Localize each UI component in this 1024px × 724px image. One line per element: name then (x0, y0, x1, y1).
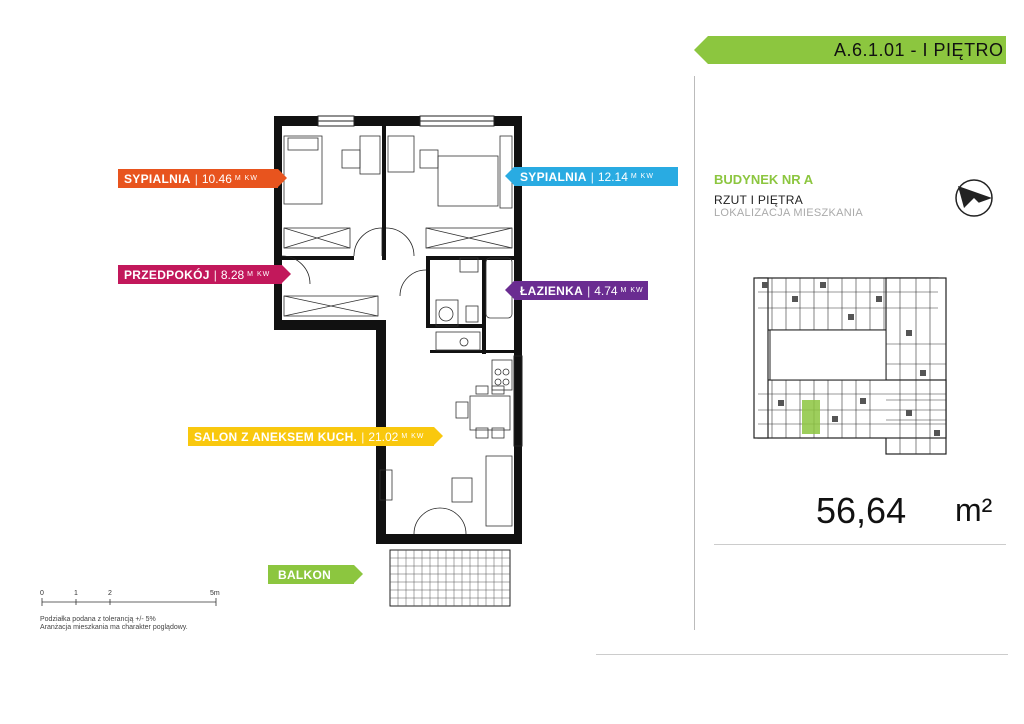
room-name: SALON Z ANEKSEM KUCH. (194, 429, 358, 444)
location-label: LOKALIZACJA MIESZKANIA (714, 207, 864, 219)
unit-banner (694, 36, 1006, 64)
apartment-floor-plan (274, 115, 523, 607)
room-name: ŁAZIENKA (520, 283, 584, 298)
room-area: 12.14 (597, 169, 628, 184)
unit-code: A.6.1.01 - I PIĘTRO (834, 40, 1004, 60)
vertical-divider (694, 76, 695, 630)
arrangement-note: Aranżacja mieszkania ma charakter pogląd… (40, 624, 188, 631)
room-area-unit: M KW (247, 271, 271, 278)
scale-line (41, 598, 217, 606)
room-area-unit: M KW (620, 287, 644, 294)
room-area: 8.28 (220, 267, 245, 282)
floor-plan-label: RZUT I PIĘTRA (714, 193, 804, 207)
area-divider (714, 544, 1006, 545)
area-unit: m² (955, 492, 993, 528)
tag-arrow (354, 565, 363, 583)
building-title: BUDYNEK NR A (714, 172, 814, 187)
room-area: 10.46 (201, 171, 232, 186)
room-area: 4.74 (594, 283, 618, 298)
tag-arrow (505, 281, 514, 299)
tag-arrow (434, 427, 443, 445)
bottom-divider (596, 654, 1008, 655)
room-area-unit: M KW (234, 175, 258, 182)
room-name: SYPIALNIA (124, 171, 191, 186)
tag-arrow (282, 265, 291, 283)
scale-tick-label: 5m (210, 590, 220, 597)
scale-tick-label: 0 (40, 590, 44, 597)
room-area-unit: M KW (401, 433, 425, 440)
total-area: 56,64 (816, 490, 907, 531)
room-name: SYPIALNIA (520, 169, 587, 184)
room-area: 21.02 (368, 429, 399, 444)
tag-arrow (278, 169, 287, 187)
room-tag-balcony: BALKON (268, 565, 363, 584)
tolerance-note: Podziałka podana z tolerancją +/- 5% (40, 616, 156, 623)
north-arrow-icon (955, 179, 993, 217)
scale-tick-label: 1 (74, 590, 78, 597)
banner-shape (694, 36, 1006, 64)
tag-arrow (505, 167, 514, 185)
room-name: PRZEDPOKÓJ (124, 267, 210, 282)
room-area-unit: M KW (630, 173, 654, 180)
unit-highlight (802, 400, 820, 434)
room-name: BALKON (278, 567, 332, 582)
scale-tick-label: 2 (108, 590, 112, 597)
building-location-plan (753, 277, 947, 455)
